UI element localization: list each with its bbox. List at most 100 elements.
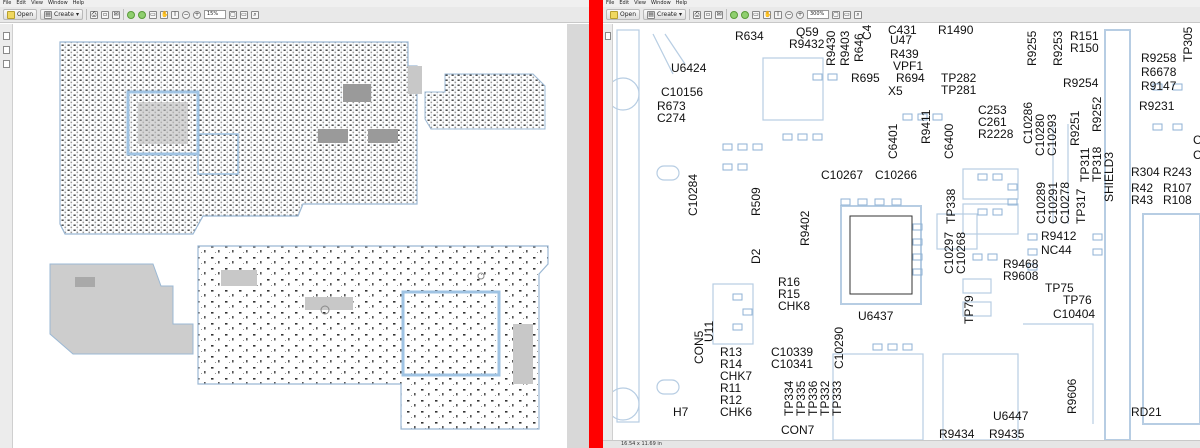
fit-width-icon[interactable]: ▭ [842, 10, 851, 19]
zoom-input[interactable]: 15% [203, 10, 226, 19]
component-label: C10286 [1021, 102, 1035, 144]
bookmarks-panel-icon[interactable] [3, 46, 10, 54]
component-label: X5 [888, 84, 903, 98]
print-icon[interactable]: ⎙ [692, 10, 701, 19]
menu-help[interactable]: Help [72, 0, 85, 6]
email-icon[interactable]: ✉ [111, 10, 120, 19]
solder-pad [972, 253, 983, 261]
component-label: U47 [890, 33, 912, 47]
menu-view[interactable]: View [634, 0, 646, 6]
component-label: R304 [1131, 165, 1160, 179]
create-pdf-icon: ▤ [647, 10, 656, 19]
solder-pad [1092, 233, 1103, 241]
search-icon[interactable]: ⌕ [853, 10, 862, 19]
solder-pad [887, 343, 898, 351]
component-label: R509 [749, 187, 763, 216]
pages-panel-icon[interactable] [3, 32, 10, 40]
component-label: R9432 [789, 37, 825, 51]
menu-window[interactable]: Window [47, 0, 68, 6]
component-label: R9254 [1063, 76, 1099, 90]
solder-pad [992, 208, 1003, 216]
component-label: R9253 [1051, 30, 1065, 66]
component-label: TP318 [1090, 146, 1104, 182]
component-label: R9608 [1003, 269, 1039, 283]
daughter-board-outline [49, 263, 194, 355]
zoom-in-icon[interactable]: + [192, 10, 201, 19]
fit-width-icon[interactable]: ▭ [239, 10, 248, 19]
component-label: C274 [657, 111, 686, 125]
component-label: R9147 [1141, 79, 1177, 93]
component-label: C4 [860, 24, 874, 40]
zoom-input[interactable]: 300% [806, 10, 829, 19]
fit-page-icon[interactable]: ▢ [831, 10, 840, 19]
left-document-canvas[interactable] [13, 24, 589, 448]
component-label: TP338 [944, 188, 958, 224]
menu-view[interactable]: View [31, 0, 43, 6]
component-label: R43 [1131, 193, 1153, 207]
component-label: TP311 [1078, 147, 1092, 182]
previous-page-icon[interactable] [126, 10, 135, 19]
menu-file[interactable]: File [606, 0, 615, 6]
comment-icon[interactable]: ▭ [751, 10, 760, 19]
fit-page-icon[interactable]: ▢ [228, 10, 237, 19]
component-label: R6678 [1141, 65, 1177, 79]
component-label: R9468 [1003, 257, 1039, 271]
zoom-out-icon[interactable]: − [784, 10, 793, 19]
right-pdf-window: File Edit View Window Help Open ▤Create▾… [603, 0, 1200, 448]
menu-edit[interactable]: Edit [16, 0, 27, 6]
menu-file[interactable]: File [3, 0, 12, 6]
next-page-icon[interactable] [137, 10, 146, 19]
select-tool-icon[interactable]: I [170, 10, 179, 19]
next-page-icon[interactable] [740, 10, 749, 19]
component-label: U6447 [993, 409, 1029, 423]
email-icon[interactable]: ✉ [714, 10, 723, 19]
solder-pad [912, 223, 923, 231]
previous-page-icon[interactable] [729, 10, 738, 19]
io-board-outline [424, 73, 546, 130]
component-label: R16 [778, 275, 800, 289]
component-label: R9430 [824, 30, 838, 66]
open-button[interactable]: Open [3, 9, 38, 20]
component-label: R13 [720, 345, 742, 359]
attachments-panel-icon[interactable] [3, 60, 10, 68]
create-button[interactable]: ▤Create▾ [643, 9, 686, 20]
print-icon[interactable]: ⎙ [89, 10, 98, 19]
hand-tool-icon[interactable]: ✋ [159, 10, 169, 19]
zoom-out-icon[interactable]: − [181, 10, 190, 19]
select-tool-icon[interactable]: I [773, 10, 782, 19]
solder-pad [917, 113, 928, 121]
component-label: C10267 [821, 168, 863, 182]
component-label: C10280 [1033, 114, 1047, 156]
component-label: CHK6 [720, 405, 752, 419]
hand-tool-icon[interactable]: ✋ [762, 10, 772, 19]
component-label: R150 [1070, 41, 1099, 55]
component-label: R694 [896, 71, 925, 85]
save-icon[interactable]: ▫ [100, 10, 109, 19]
create-button[interactable]: ▤Create▾ [40, 9, 83, 20]
menu-help[interactable]: Help [675, 0, 688, 6]
component-label: R1490 [938, 24, 974, 37]
component-label: H7 [673, 405, 689, 419]
component-label: C431 [888, 24, 917, 37]
solder-pad [1092, 248, 1103, 256]
menu-window[interactable]: Window [650, 0, 671, 6]
pch-footprint [401, 290, 501, 377]
search-icon[interactable]: ⌕ [250, 10, 259, 19]
component-label: TP79 [962, 295, 976, 324]
open-button[interactable]: Open [606, 9, 641, 20]
component-label: C6 [1193, 133, 1200, 147]
menu-edit[interactable]: Edit [619, 0, 630, 6]
comment-icon[interactable]: ▭ [148, 10, 157, 19]
component-label: R243 [1163, 165, 1192, 179]
solder-pad [872, 343, 883, 351]
component-label: C10289 [1034, 182, 1048, 224]
save-icon[interactable]: ▫ [703, 10, 712, 19]
solder-pad [891, 198, 902, 206]
zoom-in-icon[interactable]: + [795, 10, 804, 19]
component-pads [722, 73, 1183, 351]
component-label: R695 [851, 71, 880, 85]
status-bar: 16.54 x 11.69 in [603, 440, 1200, 448]
pages-panel-icon[interactable] [605, 32, 611, 40]
solder-pad [782, 133, 793, 141]
